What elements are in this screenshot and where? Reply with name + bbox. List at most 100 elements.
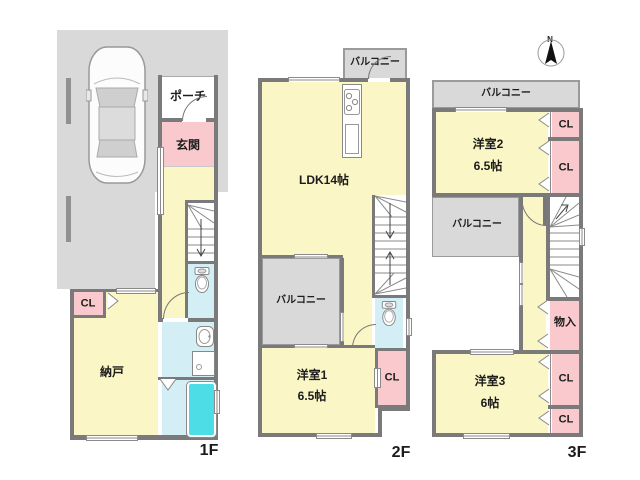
closet-1f [74,292,103,315]
balcony-3f-mid-label: バルコニー [452,219,502,230]
entrance-genkan [162,122,214,167]
closet-3f-bottom1-label: CL [558,372,574,385]
closet-front-line [550,354,551,433]
wall [548,405,579,409]
wall [375,348,406,351]
toilet-icon [194,267,210,293]
bedroom3-name: 洋室3 [474,374,506,388]
closet-3f-bottom2-label: CL [558,413,574,426]
folding-door-mark [159,378,177,391]
balcony-2f-mid [262,258,340,345]
closet-door-mark [537,333,549,349]
closet-3f-top2-label: CL [558,161,574,174]
step-line [162,166,214,167]
door-leaf [543,197,547,225]
wall [548,137,579,141]
wall [158,377,218,380]
floor1-label: 1F [199,442,219,459]
wall [185,261,218,264]
window [463,433,510,439]
balcony-3f-mid [432,197,519,257]
wall [579,108,583,437]
toilet-icon [381,301,397,327]
ldk-room [262,82,406,195]
closet-3f-bottom1 [552,354,579,405]
wall [185,203,188,318]
door-leaf [186,292,188,318]
wall [70,289,160,292]
stairs-3f [550,197,579,297]
compass-icon [537,39,565,67]
window [316,433,352,439]
closet-1f-label: CL [80,297,96,310]
wall [70,435,218,440]
window [470,349,514,355]
wall [406,78,410,411]
wall [258,78,262,437]
wall [103,292,106,318]
closet-door-mark [538,354,550,370]
wall [158,318,218,322]
bedroom1 [262,348,375,433]
balcony-2f-mid-label: バルコニー [276,295,326,306]
hall-lower [162,203,185,321]
window [157,147,164,215]
closet-front-line [550,112,551,193]
window [86,435,138,441]
bedroom3-size: 6帖 [480,396,500,410]
bedroom2 [436,112,548,193]
window [406,318,412,336]
wall [432,108,583,112]
bedroom2-name: 洋室2 [472,137,504,151]
storage-monoire-label: 物入 [554,316,576,329]
door-tick [374,368,381,388]
parking-line [66,196,71,242]
wall [546,197,550,297]
closet-3f-top1-label: CL [558,118,574,131]
stairs-2f [375,195,406,295]
ldk-room-lower [262,195,372,258]
window [579,228,585,246]
washing-machine-icon [192,351,215,376]
closet-door-mark [538,176,550,192]
window [116,288,156,294]
floor2-label: 2F [391,444,411,461]
wall [378,407,410,411]
wall [378,407,382,437]
car-icon [86,46,148,184]
storage-room-label: 納戸 [99,365,125,379]
wall [432,193,583,197]
wall [372,295,406,298]
floor3-label: 3F [567,444,587,461]
closet-door-mark [107,292,119,310]
closet-2f-label: CL [384,371,400,384]
wall [546,297,579,301]
closet-3f-top2 [552,141,579,193]
bedroom1-name: 洋室1 [296,368,328,382]
wall [372,195,375,298]
wall [70,289,74,440]
washbasin-icon [196,326,214,347]
bathtub-icon [187,382,216,437]
closet-door-mark [538,388,550,404]
door-opening [368,78,390,82]
closet-3f-bottom2 [552,409,579,433]
bedroom3 [436,354,548,433]
balcony-3f-top-label: バルコニー [481,88,531,99]
wall [432,350,436,437]
closet-door-mark [538,112,550,128]
wall [432,108,436,197]
kitchen-sink [345,124,359,154]
parking-area-lower [57,192,155,289]
ldk-label: LDK14帖 [298,173,350,187]
north-label: N [547,35,553,44]
stove-icon [344,89,360,115]
parking-line [66,78,71,124]
door-opening [163,318,188,322]
wall [70,315,106,318]
wall [375,405,410,408]
hall [162,167,214,203]
closet-door-mark [538,410,550,426]
wall [340,258,344,348]
